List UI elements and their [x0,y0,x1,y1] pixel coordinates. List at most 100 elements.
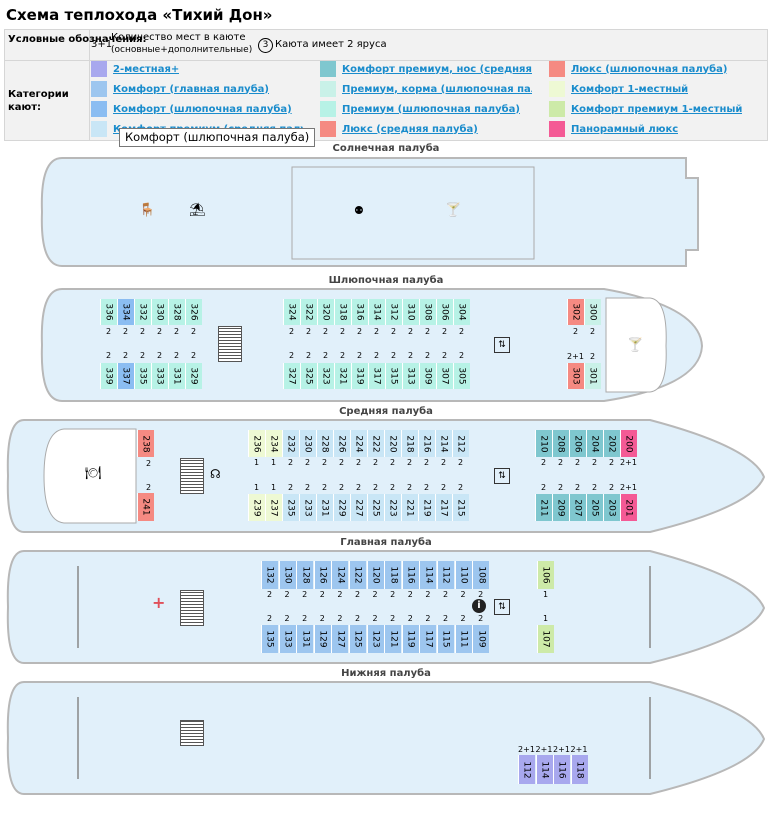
cabin-318[interactable]: 318 [334,299,351,325]
cabin-335[interactable]: 335 [134,363,151,389]
cabin-203[interactable]: 203 [603,494,620,521]
cabin-201[interactable]: 201 [620,494,637,521]
cabin-227[interactable]: 227 [350,494,367,521]
category-11[interactable]: Панорамный люкс [549,121,678,137]
cabin-327[interactable]: 327 [283,363,300,389]
cabin-225[interactable]: 225 [367,494,384,521]
cabin-210[interactable]: 210 [535,430,552,457]
cabin-303[interactable]: 303 [567,363,584,389]
cabin-200[interactable]: 200 [620,430,637,457]
cabin-241[interactable]: 241 [137,493,154,521]
cabin-317[interactable]: 317 [368,363,385,389]
cabin-320[interactable]: 320 [317,299,334,325]
cabin-207[interactable]: 207 [569,494,586,521]
cabin-223[interactable]: 223 [384,494,401,521]
cabin-121[interactable]: 121 [384,625,402,653]
cabin-315[interactable]: 315 [385,363,402,389]
cabin-238[interactable]: 238 [137,430,154,457]
cabin-117[interactable]: 117 [419,625,437,653]
cabin-133[interactable]: 133 [278,625,296,653]
cabin-212[interactable]: 212 [452,430,469,457]
cabin-208[interactable]: 208 [552,430,569,457]
info-icon[interactable]: i [472,599,486,613]
cabin-116[interactable]: 116 [401,561,419,589]
cabin-124[interactable]: 124 [331,561,349,589]
cabin-231[interactable]: 231 [316,494,333,521]
cabin-119[interactable]: 119 [401,625,419,653]
category-link[interactable]: Комфорт премиум 1-местный [571,103,743,115]
cabin-312[interactable]: 312 [385,299,402,325]
cabin-324[interactable]: 324 [283,299,300,325]
cabin-237[interactable]: 237 [265,494,282,521]
category-7[interactable]: Люкс (средняя палуба) [320,121,478,137]
cabin-332[interactable]: 332 [134,299,151,325]
cabin-126[interactable]: 126 [313,561,331,589]
cabin-228[interactable]: 228 [316,430,333,457]
cabin-323[interactable]: 323 [317,363,334,389]
cabin-300[interactable]: 300 [584,299,601,325]
cabin-217[interactable]: 217 [435,494,452,521]
cabin-316[interactable]: 316 [351,299,368,325]
cabin-209[interactable]: 209 [552,494,569,521]
cabin-301[interactable]: 301 [584,363,601,389]
cabin-221[interactable]: 221 [401,494,418,521]
cabin-111[interactable]: 111 [454,625,472,653]
cabin-325[interactable]: 325 [300,363,317,389]
cabin-337[interactable]: 337 [117,363,134,389]
category-1[interactable]: Комфорт (главная палуба) [91,81,269,97]
cabin-309[interactable]: 309 [419,363,436,389]
cabin-224[interactable]: 224 [350,430,367,457]
cabin-204[interactable]: 204 [586,430,603,457]
cabin-329[interactable]: 329 [185,363,202,389]
cabin-331[interactable]: 331 [168,363,185,389]
cabin-128[interactable]: 128 [296,561,314,589]
cabin-307[interactable]: 307 [436,363,453,389]
cabin-115[interactable]: 115 [437,625,454,653]
category-link[interactable]: Комфорт премиум, нос (средняя па... [342,63,532,75]
cabin-132[interactable]: 132 [261,561,278,589]
cabin-214[interactable]: 214 [435,430,452,457]
cabin-235[interactable]: 235 [282,494,299,521]
cabin-109[interactable]: 109 [472,625,490,653]
cabin-330[interactable]: 330 [151,299,168,325]
cabin-310[interactable]: 310 [402,299,419,325]
category-6[interactable]: Премиум (шлюпочная палуба) [320,101,520,117]
cabin-127[interactable]: 127 [331,625,349,653]
cabin-112[interactable]: 112 [518,755,535,784]
cabin-339[interactable]: 339 [100,363,117,389]
cabin-313[interactable]: 313 [402,363,419,389]
category-link[interactable]: Панорамный люкс [571,123,679,135]
cabin-304[interactable]: 304 [453,299,470,325]
category-9[interactable]: Комфорт 1-местный [549,81,688,97]
cabin-107[interactable]: 107 [537,625,554,653]
category-link[interactable]: Люкс (шлюпочная палуба) [571,63,728,75]
cabin-239[interactable]: 239 [248,494,265,521]
cabin-135[interactable]: 135 [261,625,278,653]
cabin-216[interactable]: 216 [418,430,435,457]
category-link[interactable]: Комфорт (главная палуба) [113,83,270,95]
category-link[interactable]: Комфорт 1-местный [571,83,689,95]
cabin-336[interactable]: 336 [100,299,117,325]
cabin-112[interactable]: 112 [437,561,454,589]
cabin-218[interactable]: 218 [401,430,418,457]
cabin-122[interactable]: 122 [349,561,366,589]
cabin-321[interactable]: 321 [334,363,351,389]
cabin-222[interactable]: 222 [367,430,384,457]
category-5[interactable]: Премиум, корма (шлюпочная палуб... [320,81,532,97]
category-8[interactable]: Люкс (шлюпочная палуба) [549,61,727,77]
cabin-129[interactable]: 129 [313,625,331,653]
cabin-114[interactable]: 114 [535,755,553,784]
category-link[interactable]: Премиум (шлюпочная палуба) [342,103,520,115]
cabin-230[interactable]: 230 [299,430,316,457]
cabin-205[interactable]: 205 [586,494,603,521]
cabin-211[interactable]: 211 [535,494,552,521]
cabin-308[interactable]: 308 [419,299,436,325]
cabin-219[interactable]: 219 [418,494,435,521]
category-link[interactable]: Люкс (средняя палуба) [342,123,478,135]
cabin-319[interactable]: 319 [351,363,368,389]
category-0[interactable]: 2-местная+ [91,61,179,77]
cabin-114[interactable]: 114 [419,561,437,589]
cabin-326[interactable]: 326 [185,299,202,325]
cabin-333[interactable]: 333 [151,363,168,389]
cabin-302[interactable]: 302 [567,299,584,325]
